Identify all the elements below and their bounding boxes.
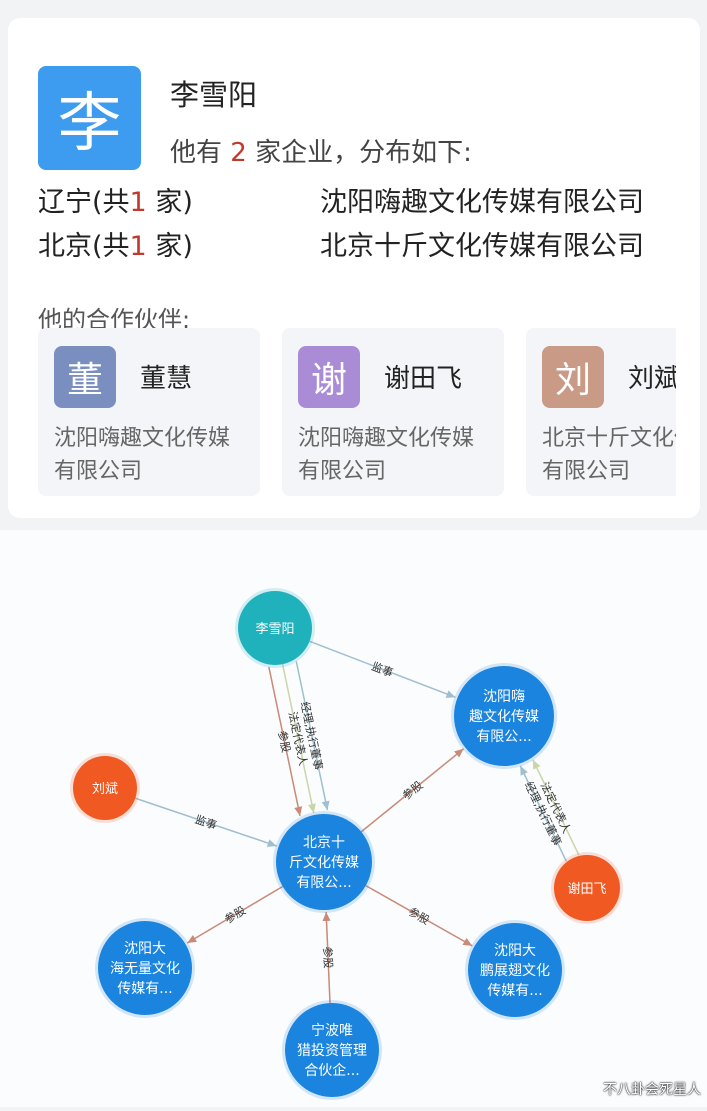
edge-label: 参股 <box>222 903 248 926</box>
arrow-head-icon <box>266 839 277 847</box>
node-label: 海无量文化 <box>110 961 180 977</box>
region-unit: 家) <box>155 187 193 218</box>
region-name: 北京(共 <box>38 231 130 262</box>
relationship-graph[interactable]: 监事经理,执行董事法定代表人参股监事参股经理,执行董事法定代表人参股参股参股李雪… <box>0 530 707 1107</box>
partner-company: 沈阳嗨趣文化传媒有限公司 <box>298 426 475 484</box>
edge-label: 监事 <box>193 813 218 832</box>
region-name: 辽宁(共 <box>38 187 130 218</box>
node-label: 刘斌 <box>92 782 118 797</box>
partner-name: 董慧 <box>140 364 193 394</box>
graph-canvas[interactable]: 监事经理,执行董事法定代表人参股监事参股经理,执行董事法定代表人参股参股参股李雪… <box>0 530 707 1107</box>
partner-card[interactable]: 董 董慧 沈阳嗨趣文化传媒有限公司 <box>38 328 260 496</box>
region-unit: 家) <box>155 231 193 262</box>
node-label: 趣文化传媒 <box>469 709 539 725</box>
node-label: 沈阳大 <box>124 941 166 957</box>
graph-edge: 监事 <box>309 640 456 699</box>
node-label: 传媒有... <box>117 981 172 997</box>
summary-suffix: 家企业，分布如下: <box>255 138 472 168</box>
partner-avatar: 刘 <box>542 346 604 408</box>
partner-avatar: 谢 <box>298 346 360 408</box>
edge-label: 参股 <box>406 904 432 927</box>
arrow-head-icon <box>462 937 473 946</box>
region-row: 辽宁(共1 家) 沈阳嗨趣文化传媒有限公司 <box>38 180 644 219</box>
graph-node-dp[interactable]: 沈阳大鹏展翅文化传媒有... <box>465 920 565 1020</box>
partner-company: 沈阳嗨趣文化传媒有限公司 <box>54 426 231 484</box>
graph-edge: 参股 <box>321 911 336 1004</box>
avatar: 李 <box>38 66 141 170</box>
node-label: 宁波唯 <box>311 1022 353 1039</box>
company-link[interactable]: 北京十斤文化传媒有限公司 <box>320 231 644 262</box>
arrow-head-icon <box>445 690 456 698</box>
arrow-head-icon <box>307 803 316 814</box>
node-label: 沈阳大 <box>494 943 536 959</box>
node-label: 合伙企... <box>304 1062 359 1079</box>
graph-edge: 参股 <box>268 666 303 817</box>
graph-edge: 参股 <box>186 885 284 944</box>
node-label: 有限公... <box>476 729 531 745</box>
node-label: 沈阳嗨 <box>483 689 525 705</box>
region-count: 1 <box>129 187 147 218</box>
graph-node-shq[interactable]: 沈阳嗨趣文化传媒有限公... <box>451 663 557 769</box>
watermark: 不八卦会死星人 <box>603 1082 701 1098</box>
arrow-head-icon <box>520 765 528 776</box>
arrow-head-icon <box>454 748 464 758</box>
company-link[interactable]: 沈阳嗨趣文化传媒有限公司 <box>320 187 644 218</box>
arrow-head-icon <box>532 759 541 770</box>
company-summary: 他有 2 家企业，分布如下: <box>170 132 472 169</box>
node-label: 北京十 <box>303 835 345 851</box>
graph-node-bjsj[interactable]: 北京十斤文化传媒有限公... <box>273 811 375 913</box>
graph-edge: 参股 <box>360 748 465 833</box>
node-label: 猎投资管理 <box>297 1043 367 1059</box>
summary-prefix: 他有 <box>170 138 223 168</box>
partners-carousel[interactable]: 董 董慧 沈阳嗨趣文化传媒有限公司 谢 谢田飞 沈阳嗨趣文化传媒有限公司 刘 刘… <box>38 328 676 498</box>
company-count: 2 <box>230 138 247 168</box>
edge-label: 参股 <box>399 778 425 803</box>
graph-node-xtf[interactable]: 谢田飞 <box>551 852 623 924</box>
graph-node-dh[interactable]: 沈阳大海无量文化传媒有... <box>95 918 195 1018</box>
region-row: 北京(共1 家) 北京十斤文化传媒有限公司 <box>38 224 644 263</box>
arrow-head-icon <box>187 935 197 944</box>
graph-edge: 参股 <box>365 884 473 947</box>
partner-name: 谢田飞 <box>384 364 463 394</box>
node-label: 谢田飞 <box>567 881 606 897</box>
node-label: 传媒有... <box>487 983 542 999</box>
person-card: 李 李雪阳 他有 2 家企业，分布如下: 辽宁(共1 家) 沈阳嗨趣文化传媒有限… <box>8 18 700 518</box>
node-label: 鹏展翅文化 <box>480 963 550 979</box>
node-label: 斤文化传媒 <box>289 855 359 871</box>
node-label: 有限公... <box>296 875 351 891</box>
edge-label: 监事 <box>370 660 395 680</box>
partner-company: 北京十斤文化传媒有限公司 <box>542 426 676 484</box>
region-count: 1 <box>129 231 147 262</box>
graph-node-lb[interactable]: 刘斌 <box>70 753 140 823</box>
arrow-head-icon <box>294 806 303 816</box>
edge-label: 参股 <box>275 729 293 753</box>
partner-card[interactable]: 谢 谢田飞 沈阳嗨趣文化传媒有限公司 <box>282 328 504 496</box>
arrow-head-icon <box>321 800 330 811</box>
partner-name: 刘斌 <box>628 364 676 394</box>
arrow-head-icon <box>322 911 331 922</box>
node-label: 李雪阳 <box>255 622 294 637</box>
graph-node-nb[interactable]: 宁波唯猎投资管理合伙企... <box>282 1000 382 1100</box>
partner-card[interactable]: 刘 刘斌 北京十斤文化传媒有限公司 <box>526 328 676 496</box>
graph-edge: 监事 <box>135 797 277 847</box>
person-name[interactable]: 李雪阳 <box>170 78 258 112</box>
partner-avatar: 董 <box>54 346 116 408</box>
edge-label: 参股 <box>321 946 336 969</box>
graph-node-lxy[interactable]: 李雪阳 <box>235 588 315 668</box>
